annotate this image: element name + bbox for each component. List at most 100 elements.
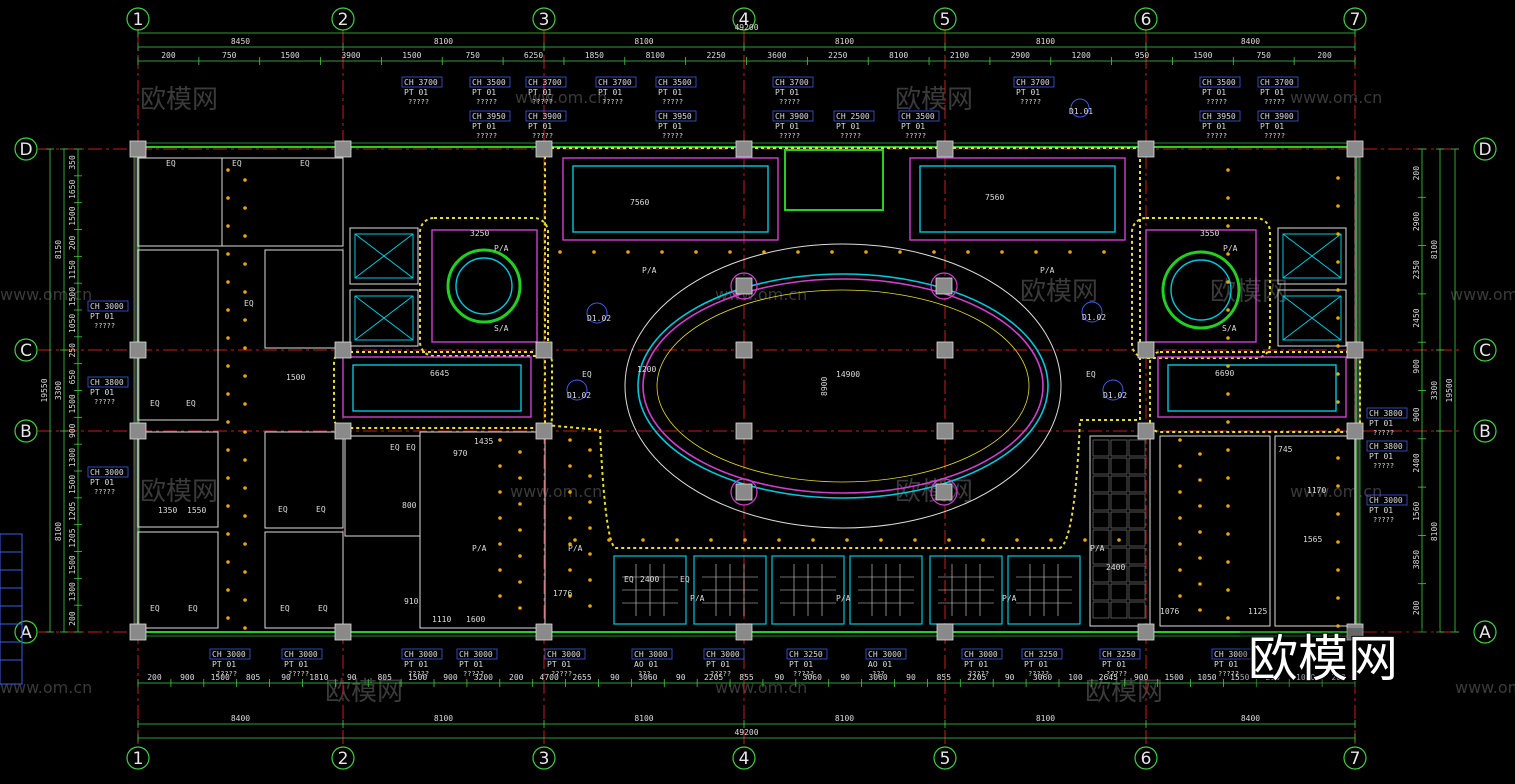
panel-tile — [1128, 493, 1146, 511]
tag-finish: PT 01 — [789, 660, 813, 669]
tag-finish: PT 01 — [472, 88, 496, 97]
tag-note: ????? — [408, 670, 429, 678]
interior-partitions — [137, 157, 1356, 629]
watermark-site: www.om.cn — [510, 482, 602, 501]
tag-note: ????? — [288, 670, 309, 678]
grid-bubble — [14, 338, 38, 362]
grid-bubble-label: A — [1479, 623, 1491, 643]
room-dim: 910 — [404, 597, 419, 606]
tag-box — [1366, 440, 1408, 452]
light-fixture — [1102, 250, 1106, 254]
panel-tile — [1110, 529, 1128, 547]
tag-finish: PT 01 — [459, 660, 483, 669]
light-fixture — [913, 538, 917, 542]
pa-label: P/A — [690, 594, 705, 603]
dimension-bay: 8100 — [434, 714, 453, 723]
tag-note: ????? — [1373, 462, 1394, 470]
panel-tile — [1092, 493, 1110, 511]
light-fixture — [558, 250, 562, 254]
dimension-sub: 750 — [1256, 51, 1271, 60]
light-fixture — [1336, 456, 1340, 460]
tag-finish: PT 01 — [284, 660, 308, 669]
tag-box — [1021, 648, 1063, 660]
tag-finish: PT 01 — [1260, 122, 1284, 131]
watermark-layer: 欧模网 欧模网 欧模网 欧模网 欧模网 欧模网 欧模网 欧模网 www.om.c… — [0, 85, 1515, 707]
eq-label: EQ — [232, 159, 242, 168]
structural-column — [1137, 140, 1155, 158]
dimension-sub: 1500 — [280, 51, 299, 60]
room-dim: 745 — [1278, 445, 1293, 454]
panel-tile — [1128, 583, 1146, 601]
pa-label: P/A — [1040, 266, 1055, 275]
light-fixture — [879, 538, 883, 542]
dimension-sub: 200 — [1412, 166, 1421, 181]
light-fixture — [966, 250, 970, 254]
light-fixture — [226, 224, 230, 228]
light-fixture — [1198, 452, 1202, 456]
dimension-sub: 950 — [1135, 51, 1150, 60]
tag-height: CH 3900 — [1260, 112, 1294, 121]
watermark-site: www.om.cn — [1455, 678, 1515, 697]
panel-tile — [1092, 529, 1110, 547]
dimension-total: 49200 — [734, 23, 758, 32]
light-fixture — [1226, 168, 1230, 172]
watermark-brand: 欧模网 — [1020, 277, 1098, 307]
tag-height: CH 3950 — [1202, 112, 1236, 121]
tag-box — [1199, 110, 1241, 122]
light-fixture — [243, 290, 247, 294]
tag-note: ????? — [1373, 429, 1394, 437]
tag-height: CH 3950 — [658, 112, 692, 121]
structural-column — [1346, 422, 1364, 440]
tag-note: ????? — [1028, 670, 1049, 678]
tag-note: ????? — [463, 670, 484, 678]
room-dim: 7560 — [985, 193, 1004, 202]
tag-finish: PT 01 — [1024, 660, 1048, 669]
tag-box — [595, 76, 637, 88]
pa-label: P/A — [1223, 244, 1238, 253]
light-fixture — [226, 196, 230, 200]
structural-column — [1346, 623, 1364, 641]
light-fixture — [568, 568, 572, 572]
tag-height: CH 3000 — [90, 468, 124, 477]
tag-box — [655, 76, 697, 88]
light-fixture — [498, 516, 502, 520]
light-fixture — [498, 542, 502, 546]
light-fixture — [498, 490, 502, 494]
tag-note: ????? — [779, 98, 800, 106]
room-dim: 8900 — [820, 377, 829, 396]
light-fixture — [588, 448, 592, 452]
tag-box — [401, 76, 443, 88]
light-fixture — [518, 450, 522, 454]
tag-box — [469, 110, 511, 122]
column-ring — [730, 272, 758, 300]
light-fixture — [568, 490, 572, 494]
tag-box — [281, 648, 323, 660]
structural-column — [535, 422, 553, 440]
panel-tile — [1128, 457, 1146, 475]
panel-tile — [1128, 529, 1146, 547]
watermark-badge: 欧模网 — [1240, 628, 1440, 690]
dimension-sub: 900 — [180, 673, 195, 682]
dimension-sub: 200 — [147, 673, 162, 682]
light-fixture — [1049, 538, 1053, 542]
light-fixture — [498, 568, 502, 572]
section-markers: D1.01 D1.02 D1.02 D1.02 D1.02 — [566, 98, 1127, 401]
dimension-sub: 1300 — [68, 582, 77, 601]
light-fixture — [1226, 560, 1230, 564]
structural-column — [129, 341, 147, 359]
light-fixture — [498, 464, 502, 468]
tag-finish: PT 01 — [1202, 122, 1226, 131]
room-dim: 1600 — [466, 615, 485, 624]
grid-bubble — [1343, 746, 1367, 770]
dimension-sub: 3900 — [341, 51, 360, 60]
grid-bubble-label: 2 — [338, 749, 349, 769]
grid-bubble-label: C — [1479, 341, 1491, 361]
room-dim: 7560 — [630, 198, 649, 207]
tag-box — [1199, 76, 1241, 88]
dimension-sub: 1205 — [68, 501, 77, 520]
